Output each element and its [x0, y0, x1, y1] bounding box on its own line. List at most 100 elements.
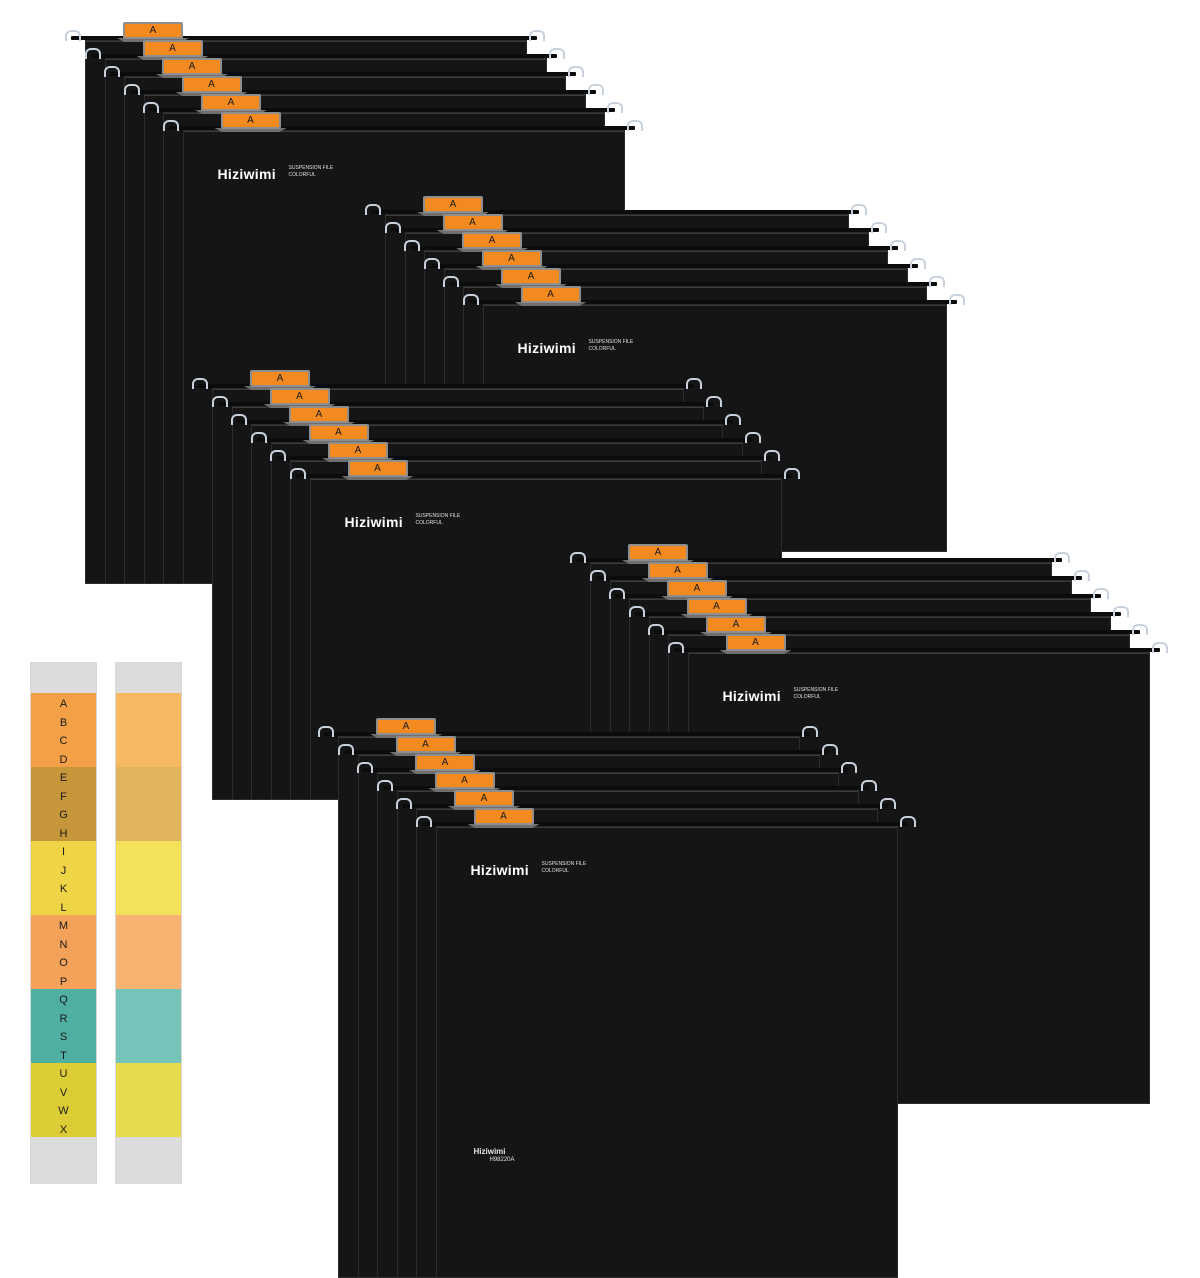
- brand-name: Hiziwimi: [517, 340, 576, 356]
- right-hook-icon: [1112, 606, 1129, 617]
- right-hook-icon: [851, 204, 867, 215]
- hanging-rod: [673, 648, 1160, 652]
- index-letter: T: [60, 1049, 67, 1062]
- left-hook-icon: [423, 258, 440, 269]
- index-tab: A: [706, 616, 766, 633]
- index-letter: H: [59, 827, 68, 840]
- right-hook-icon: [548, 48, 565, 59]
- hanging-rod: [654, 630, 1140, 634]
- index-tab: A: [423, 196, 483, 213]
- index-letter: V: [59, 1086, 68, 1099]
- index-letter: B: [59, 716, 68, 729]
- hanging-rod: [429, 264, 918, 268]
- index-tab: A: [415, 754, 475, 771]
- left-hook-icon: [289, 468, 306, 479]
- index-letter: W: [58, 1105, 69, 1117]
- right-hook-icon: [899, 816, 916, 827]
- color-band: [31, 767, 96, 841]
- index-letter: C: [59, 735, 68, 747]
- index-tab: A: [501, 268, 561, 285]
- index-letter: X: [59, 1123, 68, 1136]
- left-hook-icon: [65, 30, 81, 41]
- brand-name: Hiziwimi: [344, 514, 403, 530]
- hanging-rod: [382, 786, 869, 790]
- index-letter: A: [59, 698, 68, 710]
- tab-base: [719, 650, 792, 654]
- left-hook-icon: [337, 744, 354, 755]
- index-letter: F: [60, 790, 67, 803]
- right-hook-icon: [705, 396, 722, 407]
- hanging-rod: [110, 72, 576, 76]
- index-letter: G: [59, 809, 68, 821]
- left-hook-icon: [462, 294, 479, 305]
- brand-subtitle-2: COLORFUL: [541, 868, 569, 874]
- index-letter: D: [59, 753, 68, 766]
- color-band: [31, 693, 96, 767]
- hanging-rod: [276, 456, 772, 460]
- left-hook-icon: [357, 762, 373, 773]
- index-letter: Q: [59, 994, 68, 1006]
- blank-color-band: [116, 767, 181, 841]
- left-hook-icon: [570, 552, 586, 563]
- hanging-rod: [410, 246, 898, 250]
- right-hook-icon: [744, 432, 761, 443]
- tab-base: [467, 824, 540, 828]
- left-hook-icon: [404, 240, 420, 251]
- hanging-rod: [371, 210, 859, 214]
- right-hook-icon: [587, 84, 604, 95]
- hanging-rod: [168, 126, 635, 130]
- index-tab: A: [725, 634, 786, 651]
- index-tab: A: [289, 406, 349, 423]
- blank-color-band: [116, 1063, 181, 1137]
- hanging-rod: [324, 732, 810, 736]
- brand-subtitle: SUSPENSION FILE: [288, 165, 334, 171]
- index-letter: M: [58, 920, 69, 932]
- left-hook-icon: [162, 120, 179, 131]
- hanging-folder: [435, 826, 898, 1278]
- hanging-rod: [71, 36, 537, 40]
- left-hook-icon: [270, 450, 286, 461]
- left-hook-icon: [648, 624, 664, 635]
- brand-name: Hiziwimi: [470, 862, 529, 878]
- index-tab: A: [395, 736, 456, 753]
- right-hook-icon: [607, 102, 623, 113]
- left-hook-icon: [415, 816, 432, 827]
- index-tab: A: [123, 22, 183, 39]
- index-tab: A: [201, 94, 261, 111]
- right-hook-icon: [1093, 588, 1109, 599]
- brand-subtitle: SUSPENSION FILE: [588, 339, 634, 345]
- index-tab: A: [269, 388, 330, 405]
- left-hook-icon: [667, 642, 684, 653]
- left-hook-icon: [250, 432, 267, 443]
- index-letter: L: [60, 901, 67, 914]
- index-tab: A: [142, 40, 203, 57]
- index-tab: A: [250, 370, 310, 387]
- left-hook-icon: [84, 48, 101, 59]
- left-hook-icon: [123, 84, 140, 95]
- right-hook-icon: [568, 66, 584, 77]
- right-hook-icon: [841, 762, 857, 773]
- hanging-rod: [390, 228, 879, 232]
- index-letter: U: [59, 1068, 68, 1080]
- hanging-rod: [421, 822, 908, 826]
- blank-color-band: [116, 693, 181, 767]
- brand-subtitle: SUSPENSION FILE: [415, 513, 461, 519]
- hanging-rod: [198, 384, 694, 388]
- index-letter: K: [59, 883, 68, 895]
- label-strip-blank: [115, 662, 182, 1184]
- brand-name: Hiziwimi: [217, 166, 276, 182]
- color-band: [31, 841, 96, 915]
- hanging-rod: [634, 612, 1121, 616]
- hanging-rod: [468, 300, 957, 304]
- index-tab: A: [686, 598, 747, 615]
- index-tab: A: [308, 424, 369, 441]
- right-hook-icon: [1054, 552, 1070, 563]
- index-letter: R: [59, 1012, 68, 1025]
- hanging-rod: [402, 804, 888, 808]
- index-tab: A: [347, 460, 408, 477]
- hanging-rod: [149, 108, 615, 112]
- left-hook-icon: [443, 276, 459, 287]
- brand-subtitle-2: COLORFUL: [793, 694, 821, 700]
- index-tab: A: [481, 250, 542, 267]
